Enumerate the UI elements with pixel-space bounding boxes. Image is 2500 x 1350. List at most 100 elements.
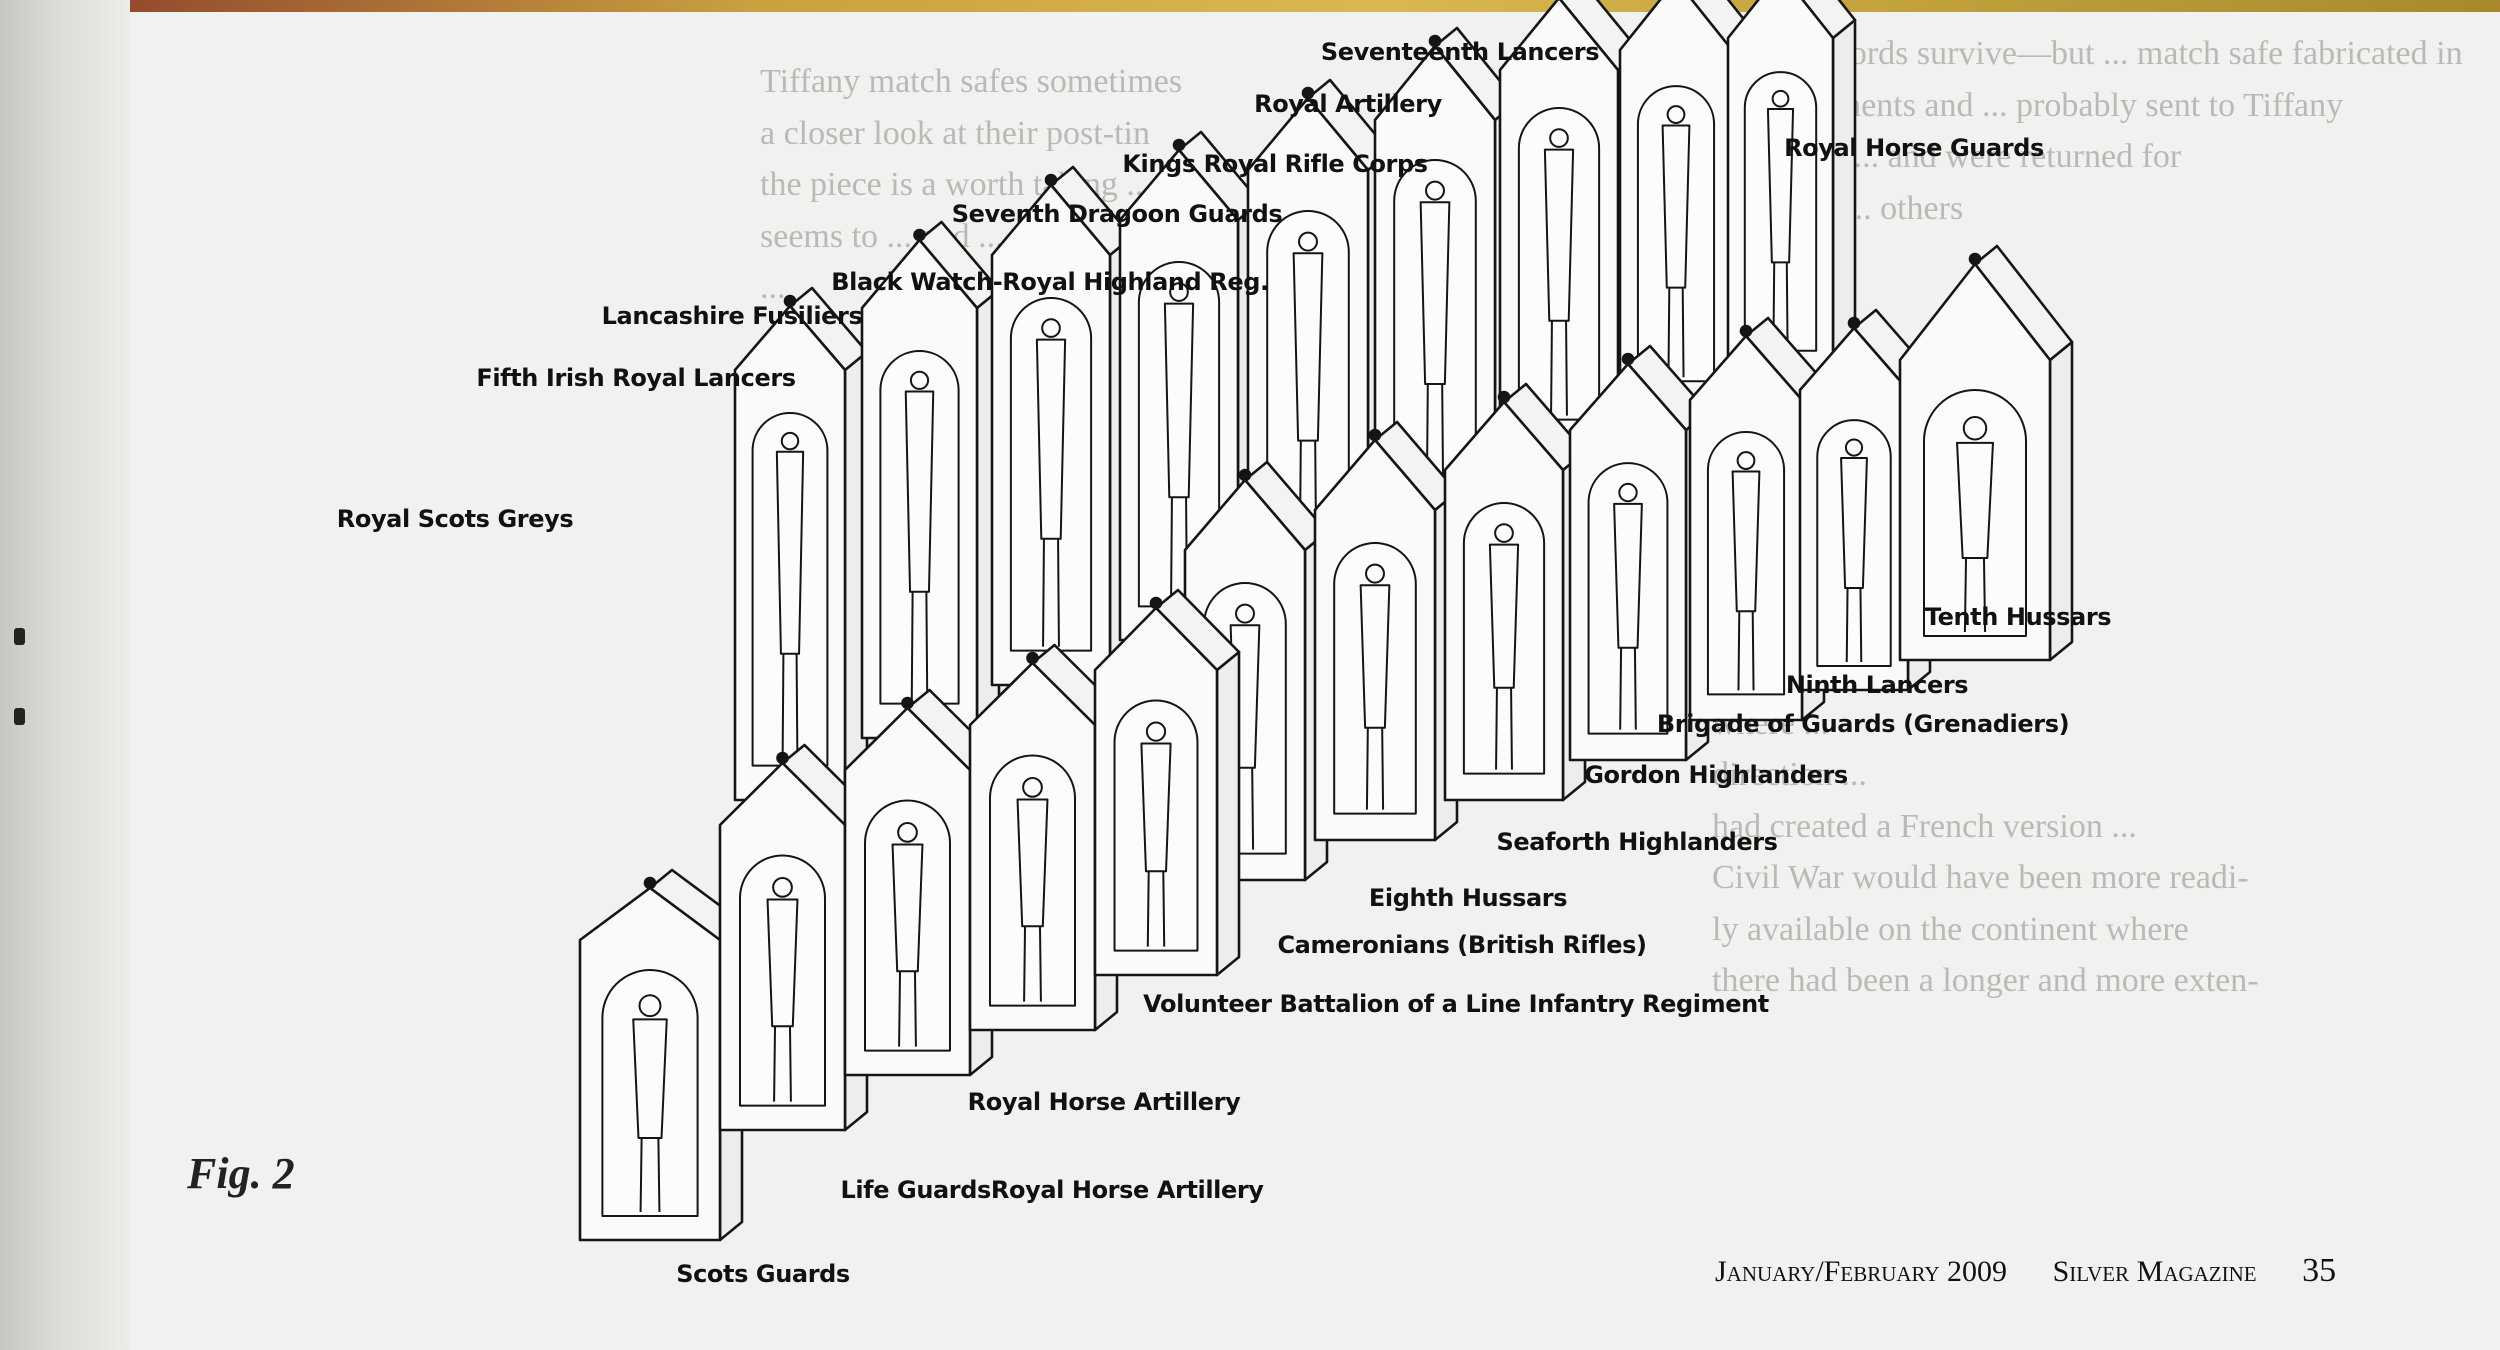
front-row-box-2-soldier-head	[897, 822, 918, 843]
back-row-box-5-soldier-head	[1425, 180, 1445, 201]
back-row-box-4-soldier-body	[1292, 252, 1324, 442]
front-row-box-4-soldier-legs	[1146, 871, 1166, 947]
middle-row-box-3-finial	[1621, 352, 1635, 366]
back-row-box-4-finial	[1301, 86, 1315, 100]
middle-row-box-0-soldier-head	[1235, 603, 1255, 624]
middle-row-box-1-niche	[1333, 542, 1417, 815]
middle-row-box-3-niche	[1587, 462, 1669, 735]
body-text-line: direction ...	[1712, 756, 1867, 793]
back-row-box-7-soldier-body	[1661, 124, 1691, 289]
middle-row-box-2-soldier-legs	[1495, 687, 1513, 770]
middle-row-box-3-soldier-legs	[1619, 647, 1637, 730]
label-royal-horse-guards: Royal Horse Guards	[1784, 134, 2044, 162]
back-row-box-7-soldier-legs	[1667, 287, 1685, 378]
body-text-line: there had been a longer and more exten-	[1712, 962, 2259, 999]
middle-row-box-5-niche	[1816, 419, 1892, 667]
front-row-box-4-side	[1215, 650, 1241, 977]
label-life-guards-royal-horse-artillery: Life GuardsRoyal Horse Artillery	[840, 1176, 1264, 1204]
middle-row-box-4-soldier-head	[1736, 451, 1756, 470]
label-fifth-irish-royal-lancers: Fifth Irish Royal Lancers	[476, 364, 796, 392]
middle-row-box-3-soldier-body	[1613, 502, 1643, 649]
back-row-box-6-soldier-head	[1549, 128, 1569, 148]
middle-row-box-5-finial	[1847, 316, 1861, 330]
back-row-box-1-soldier-body	[904, 390, 935, 593]
label-kings-royal-rifle-corps: Kings Royal Rifle Corps	[1122, 150, 1428, 178]
front-row-box-4-soldier-body	[1140, 742, 1172, 873]
back-row-box-1-soldier-head	[909, 370, 930, 390]
middle-row-box-4-niche	[1706, 431, 1786, 696]
binding-hole-mark	[14, 628, 25, 645]
middle-row-box-6-finial	[1968, 252, 1982, 266]
back-row-box-8-soldier-body	[1766, 107, 1795, 264]
back-row-box-5-soldier-body	[1419, 201, 1451, 385]
body-text-line: ly available on the continent where	[1712, 910, 2189, 948]
back-row-box-8-niche	[1743, 71, 1818, 352]
back-row-box-4-soldier-head	[1298, 231, 1318, 252]
middle-row-box-1-finial	[1368, 428, 1382, 442]
middle-row-box-6-soldier-legs	[1963, 557, 1987, 633]
back-row-box-2-soldier-body	[1035, 338, 1067, 540]
back-row-box-7-niche	[1636, 85, 1716, 383]
back-row-box-3-finial	[1172, 138, 1186, 152]
middle-row-box-0-finial	[1238, 468, 1252, 482]
label-black-watch: Black Watch-Royal Highland Reg.	[831, 268, 1269, 296]
back-row-box-5-finial	[1428, 34, 1442, 48]
label-lancashire-fusiliers: Lancashire Fusiliers	[601, 302, 863, 330]
magazine-name: Silver Magazine	[2052, 1255, 2257, 1288]
front-row-box-1-soldier-body	[766, 898, 799, 1028]
back-row-box-1-finial	[913, 228, 926, 242]
front-row-box-0-niche	[601, 969, 699, 1217]
front-row-box-2-soldier-legs	[898, 971, 917, 1047]
back-row-box-8-soldier-head	[1771, 89, 1790, 108]
label-brigade-of-guards: Brigade of Guards (Grenadiers)	[1656, 710, 2070, 738]
middle-row-box-1-soldier-body	[1359, 584, 1391, 729]
body-text-line: Tiffany match safes sometimes	[760, 63, 1183, 100]
front-row-box-4-soldier-head	[1145, 721, 1167, 742]
middle-row-box-1-soldier-head	[1365, 563, 1385, 584]
front-row-box-1-soldier-head	[772, 877, 793, 898]
back-row-box-0-soldier-legs	[781, 653, 799, 762]
front-row-box-0-soldier-legs	[639, 1137, 661, 1213]
front-row-box-4-niche	[1113, 699, 1199, 952]
middle-row-box-5-soldier-legs	[1845, 587, 1863, 663]
front-row-box-1-finial	[776, 751, 789, 765]
body-text-line: had created a French version ...	[1712, 807, 2137, 845]
label-volunteer-battalion: Volunteer Battalion of a Line Infantry R…	[1143, 990, 1769, 1018]
binding-hole-mark	[14, 708, 25, 725]
middle-row-box-6-soldier-head	[1962, 416, 1988, 441]
back-row-box-3-soldier-head	[1169, 282, 1189, 302]
middle-row-box-4-soldier-body	[1731, 470, 1761, 613]
front-row-box-2-niche	[864, 799, 951, 1052]
back-row-box-6-soldier-body	[1543, 148, 1575, 322]
body-text-line: this about ... and were returned for	[1712, 138, 2182, 175]
page-footer: January/February 2009 Silver Magazine 35	[1715, 1252, 2336, 1290]
figure-caption: Fig. 2	[187, 1149, 295, 1198]
label-ninth-lancers: Ninth Lancers	[1785, 671, 1969, 699]
middle-row-box-5-soldier-head	[1844, 438, 1864, 457]
label-seventeenth-lancers: Seventeenth Lancers	[1320, 38, 1600, 66]
page-gutter-shadow	[0, 0, 130, 1350]
back-row-box-0-niche	[751, 412, 829, 767]
back-row-box-3-soldier-body	[1163, 302, 1195, 499]
label-seaforth-highlanders: Seaforth Highlanders	[1496, 828, 1778, 856]
front-row-box-1-soldier-legs	[773, 1026, 792, 1102]
middle-row-box-3-soldier-head	[1618, 482, 1638, 503]
back-row-box-0-finial	[783, 294, 797, 308]
back-row-box-1-niche	[879, 350, 960, 705]
label-cameronians: Cameronians (British Rifles)	[1277, 931, 1647, 959]
issue-date: January/February 2009	[1715, 1255, 2008, 1288]
body-text-line: Civil War would have been more readi-	[1712, 859, 2249, 896]
label-seventh-dragoon-guards: Seventh Dragoon Guards	[951, 200, 1283, 228]
back-row-box-6-soldier-legs	[1550, 320, 1568, 416]
front-row-box-0-soldier-body	[632, 1018, 668, 1139]
front-row-box-3-soldier-head	[1022, 777, 1043, 798]
label-scots-guards: Scots Guards	[676, 1260, 850, 1288]
back-row-box-2-soldier-head	[1041, 318, 1061, 338]
middle-row-box-2-soldier-head	[1494, 523, 1514, 543]
front-row-box-1-niche	[739, 854, 826, 1107]
middle-row-box-4-soldier-legs	[1737, 611, 1755, 691]
label-gordon-highlanders: Gordon Highlanders	[1584, 761, 1848, 789]
middle-row-box-2-finial	[1497, 390, 1511, 404]
